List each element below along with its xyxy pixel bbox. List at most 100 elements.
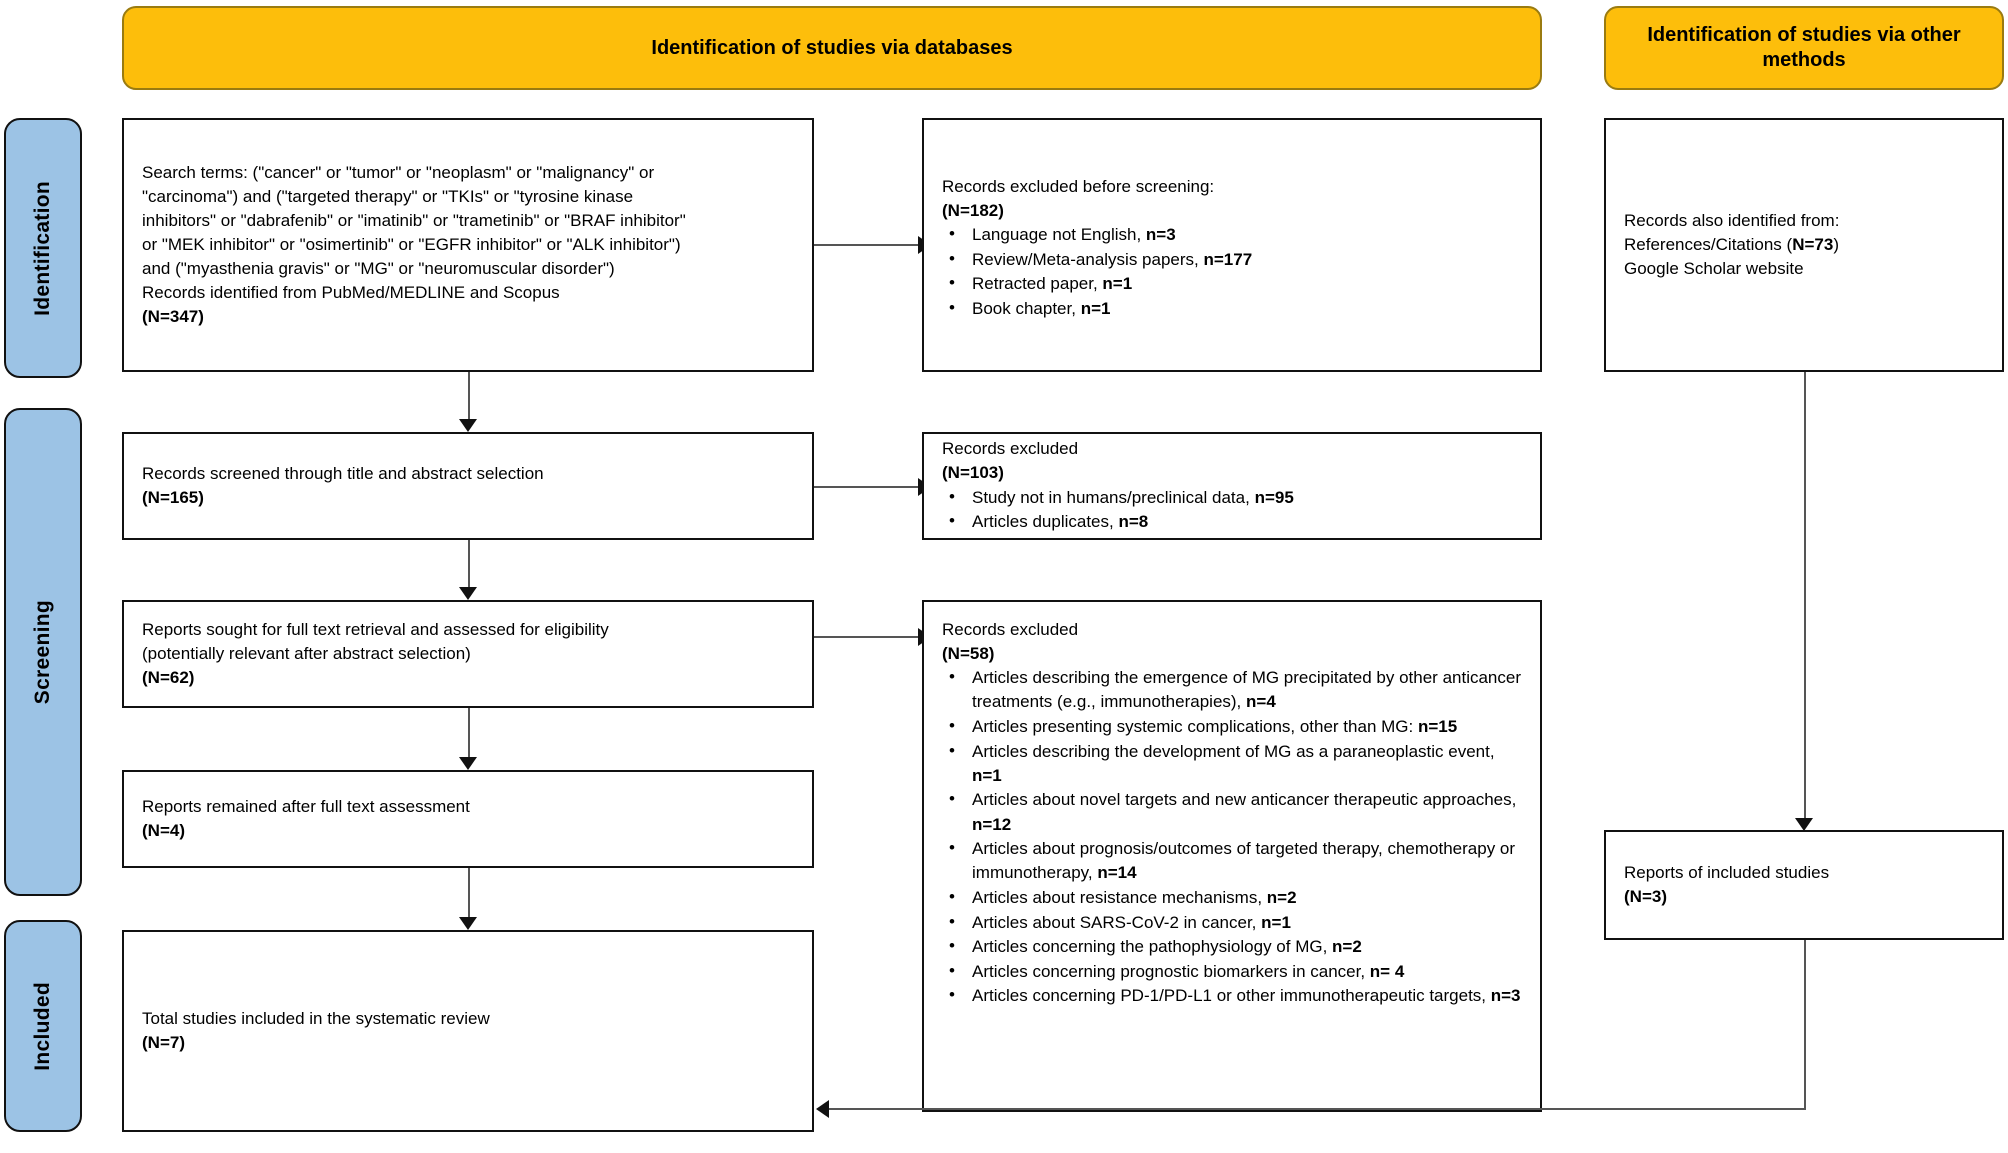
list-item: Articles about resistance mechanisms, n=… bbox=[942, 885, 1522, 910]
phase-bar-screening: Screening bbox=[4, 408, 82, 896]
excluded2-item-0-n: n=95 bbox=[1254, 487, 1294, 507]
other-identified-line-1: Records also identified from: bbox=[1624, 210, 1840, 230]
other-identified-line-2: Google Scholar website bbox=[1624, 259, 1804, 279]
connector-remained-to-total bbox=[468, 868, 470, 920]
box-reports-sought: Reports sought for full text retrieval a… bbox=[122, 600, 814, 708]
excluded3-item-8-text: Articles concerning prognostic biomarker… bbox=[972, 961, 1370, 981]
arrowhead-search-to-screened bbox=[459, 419, 477, 432]
phase-label-included: Included bbox=[31, 981, 54, 1071]
box-excluded-screening: Records excluded (N=103) Study not in hu… bbox=[922, 432, 1542, 540]
box-search-terms: Search terms: ("cancer" or "tumor" or "n… bbox=[122, 118, 814, 372]
connector-reports-included-to-total bbox=[828, 1108, 1806, 1110]
list-item: Articles about SARS-CoV-2 in cancer, n=1 bbox=[942, 909, 1522, 935]
phase-bar-identification: Identification bbox=[4, 118, 82, 378]
list-item: Study not in humans/preclinical data, n=… bbox=[942, 484, 1522, 510]
excluded1-title: Records excluded before screening: bbox=[942, 176, 1215, 196]
excluded3-item-2-text: Articles describing the development of M… bbox=[972, 741, 1495, 761]
list-item: Articles concerning PD-1/PD-L1 or other … bbox=[942, 983, 1522, 1008]
banner-identification-other-methods: Identification of studies via other meth… bbox=[1604, 6, 2004, 90]
excluded2-title: Records excluded bbox=[942, 439, 1079, 459]
excluded3-item-3-n: n=12 bbox=[972, 814, 1012, 834]
banner-identification-databases: Identification of studies via databases bbox=[122, 6, 1542, 90]
records-screened-count: (N=165) bbox=[142, 488, 204, 507]
excluded2-list: Study not in humans/preclinical data, n=… bbox=[942, 484, 1522, 535]
excluded1-list: Language not English, n=3 Review/Meta-an… bbox=[942, 222, 1522, 322]
list-item: Articles concerning the pathophysiology … bbox=[942, 934, 1522, 959]
excluded3-list: Articles describing the emergence of MG … bbox=[942, 665, 1522, 1009]
reports-remained-count: (N=4) bbox=[142, 821, 185, 840]
excluded1-item-3-n: n=1 bbox=[1080, 298, 1111, 318]
search-terms-line-5: and ("myasthenia gravis" or "MG" or "neu… bbox=[142, 259, 615, 279]
search-terms-line-2: "carcinoma") and ("targeted therapy" or … bbox=[142, 186, 634, 206]
box-records-also-identified: Records also identified from: References… bbox=[1604, 118, 2004, 372]
reports-included-other-count: (N=3) bbox=[1624, 887, 1667, 906]
excluded1-count: (N=182) bbox=[942, 200, 1004, 220]
excluded1-item-1-text: Review/Meta-analysis papers, bbox=[972, 249, 1204, 269]
list-item: Articles concerning prognostic biomarker… bbox=[942, 959, 1522, 984]
list-item: Language not English, n=3 bbox=[942, 222, 1522, 247]
excluded3-item-3-text: Articles about novel targets and new ant… bbox=[972, 790, 1517, 810]
list-item: Articles presenting systemic complicatio… bbox=[942, 714, 1522, 739]
connector-sought-to-remained bbox=[468, 708, 470, 760]
arrowhead-screened-to-sought bbox=[459, 587, 477, 600]
list-item: Articles describing the development of M… bbox=[942, 739, 1522, 788]
excluded3-item-7-n: n=2 bbox=[1332, 937, 1362, 957]
list-item: Retracted paper, n=1 bbox=[942, 271, 1522, 296]
phase-label-screening: Screening bbox=[31, 599, 54, 705]
excluded3-item-0-text: Articles describing the emergence of MG … bbox=[972, 668, 1521, 712]
excluded2-item-1-text: Articles duplicates, bbox=[972, 512, 1119, 532]
other-identified-ref-count: N=73 bbox=[1792, 234, 1834, 254]
excluded1-item-0-n: n=3 bbox=[1145, 224, 1176, 244]
search-terms-line-1: Search terms: ("cancer" or "tumor" or "n… bbox=[142, 162, 655, 182]
excluded3-item-2-n: n=1 bbox=[972, 765, 1002, 785]
banner-other-methods-label: Identification of studies via other meth… bbox=[1647, 24, 1961, 71]
list-item: Articles describing the emergence of MG … bbox=[942, 665, 1522, 714]
connector-other-to-reports-included bbox=[1804, 372, 1806, 822]
excluded3-item-6-text: Articles about SARS-CoV-2 in cancer, bbox=[972, 912, 1262, 932]
other-identified-ref-suffix: ) bbox=[1833, 234, 1839, 254]
excluded1-item-2-text: Retracted paper, bbox=[972, 274, 1103, 294]
search-terms-source: Records identified from PubMed/MEDLINE a… bbox=[142, 283, 560, 303]
box-total-included: Total studies included in the systematic… bbox=[122, 930, 814, 1132]
excluded2-item-1-n: n=8 bbox=[1118, 512, 1149, 532]
list-item: Review/Meta-analysis papers, n=177 bbox=[942, 246, 1522, 272]
list-item: Book chapter, n=1 bbox=[942, 296, 1522, 321]
excluded3-title: Records excluded bbox=[942, 620, 1079, 639]
excluded3-item-1-text: Articles presenting systemic complicatio… bbox=[972, 717, 1418, 736]
other-identified-ref-prefix: References/Citations ( bbox=[1624, 234, 1793, 254]
list-item: Articles about novel targets and new ant… bbox=[942, 787, 1522, 836]
other-identified-references: References/Citations (N=73) bbox=[1624, 233, 1984, 257]
connector-search-to-screened bbox=[468, 372, 470, 422]
box-records-screened: Records screened through title and abstr… bbox=[122, 432, 814, 540]
excluded1-item-2-n: n=1 bbox=[1102, 274, 1133, 294]
excluded3-item-0-n: n=4 bbox=[1246, 692, 1276, 712]
banner-databases-label: Identification of studies via databases bbox=[651, 36, 1013, 59]
phase-label-identification: Identification bbox=[31, 180, 54, 316]
excluded3-item-5-n: n=2 bbox=[1266, 887, 1297, 907]
connector-screened-to-sought bbox=[468, 540, 470, 590]
box-reports-included-other: Reports of included studies (N=3) bbox=[1604, 830, 2004, 940]
excluded3-item-7-text: Articles concerning the pathophysiology … bbox=[972, 937, 1333, 957]
arrowhead-sought-to-remained bbox=[459, 757, 477, 770]
box-excluded-fulltext: Records excluded (N=58) Articles describ… bbox=[922, 600, 1542, 1112]
reports-sought-line-1: Reports sought for full text retrieval a… bbox=[142, 619, 609, 639]
excluded3-item-4-text: Articles about prognosis/outcomes of tar… bbox=[972, 839, 1516, 883]
box-excluded-before-screening: Records excluded before screening: (N=18… bbox=[922, 118, 1542, 372]
total-included-title: Total studies included in the systematic… bbox=[142, 1008, 490, 1028]
excluded3-item-5-text: Articles about resistance mechanisms, bbox=[972, 887, 1267, 907]
connector-reports-included-down bbox=[1804, 940, 1806, 1110]
excluded1-item-1-n: n=177 bbox=[1203, 249, 1253, 269]
excluded1-item-0-text: Language not English, bbox=[972, 224, 1146, 244]
excluded3-item-9-n: n=3 bbox=[1490, 986, 1521, 1006]
excluded3-count: (N=58) bbox=[942, 644, 995, 664]
search-terms-count: (N=347) bbox=[142, 307, 204, 327]
reports-sought-count: (N=62) bbox=[142, 668, 195, 688]
excluded3-item-4-n: n=14 bbox=[1097, 863, 1137, 883]
records-screened-title: Records screened through title and abstr… bbox=[142, 463, 544, 483]
excluded3-item-9-text: Articles concerning PD-1/PD-L1 or other … bbox=[972, 986, 1491, 1006]
excluded3-item-1-n: n=15 bbox=[1417, 717, 1458, 736]
total-included-count: (N=7) bbox=[142, 1033, 185, 1052]
reports-remained-title: Reports remained after full text assessm… bbox=[142, 796, 470, 816]
list-item: Articles about prognosis/outcomes of tar… bbox=[942, 836, 1522, 885]
